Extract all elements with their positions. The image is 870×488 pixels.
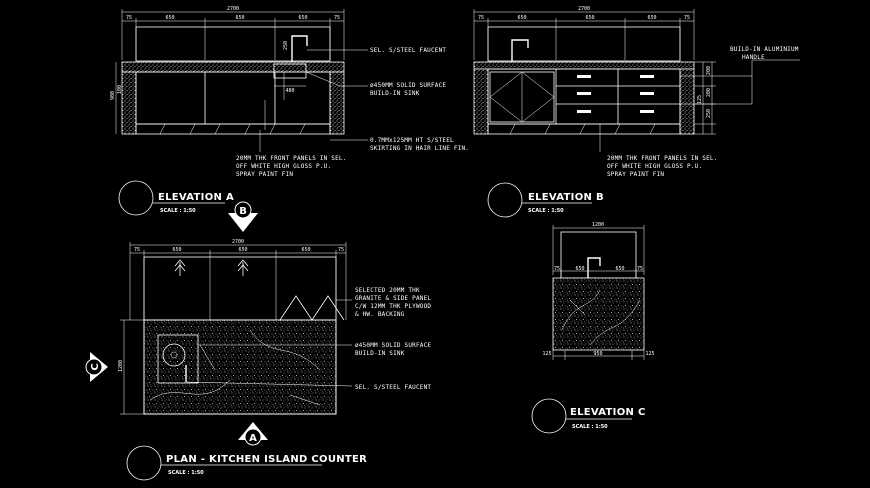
dim: 75 [334, 15, 340, 21]
callout-panel: OFF WHITE HIGH GLOSS P.U. [607, 163, 702, 170]
handle-icon [577, 75, 654, 113]
callout-granite: GRANITE & SIDE PANEL [355, 295, 431, 302]
callout-panel: OFF WHITE HIGH GLOSS P.U. [236, 163, 331, 170]
marker-c-label: C [90, 363, 101, 370]
callout-sink: ø450MM SOLID SURFACE [355, 342, 431, 349]
dim: 650 [575, 266, 584, 272]
elevation-a-overall-dim: 2700 [227, 6, 239, 12]
callout-panel: SPRAY PAINT FIN [236, 171, 293, 178]
dim: 75 [338, 247, 344, 253]
plan-overall-dim: 2700 [232, 239, 244, 245]
callout-handle: BUILD-IN ALUMINIUM [730, 46, 799, 53]
dim: 200 [706, 66, 712, 75]
sink-bowl [162, 343, 186, 367]
callout-faucet: SEL. S/STEEL FAUCENT [370, 47, 446, 54]
dim: 650 [615, 266, 624, 272]
marker-a-label: A [249, 433, 257, 444]
callout-skirting: SKIRTING IN HAIR LINE FIN. [370, 145, 469, 152]
faucet-icon [511, 39, 529, 62]
callout-sink: ø450MM SOLID SURFACE [370, 82, 446, 89]
dim: 250 [706, 109, 712, 118]
dim: 200 [706, 88, 712, 97]
dim: 100 [117, 85, 123, 94]
dim: 75 [684, 15, 690, 21]
dim: 480 [285, 88, 294, 94]
granite-countertop [143, 319, 337, 415]
section-marker-a-icon: A [238, 422, 268, 446]
dim: 650 [585, 15, 594, 21]
dim: 650 [235, 15, 244, 21]
callout-panel: SPRAY PAINT FIN [607, 171, 664, 178]
elevation-a-scale: SCALE : 1:50 [160, 208, 196, 214]
dim: 75 [478, 15, 484, 21]
dim: 950 [593, 351, 602, 357]
dim: 125 [645, 351, 654, 357]
callout-faucet: SEL. S/STEEL FAUCENT [355, 384, 431, 391]
title-marker-icon [126, 445, 162, 481]
dim: 650 [165, 15, 174, 21]
callout-panel: 20MM THK FRONT PANELS IN SEL. [236, 155, 347, 162]
countertop [121, 61, 345, 73]
title-marker-icon [531, 398, 567, 434]
callout-granite: & HW. BACKING [355, 311, 405, 318]
dim: 250 [283, 41, 289, 50]
elevation-b-title: ELEVATION B [528, 192, 604, 203]
dim: 650 [301, 247, 310, 253]
elevation-a: 2700 75 650 650 650 75 250 480 [110, 6, 469, 216]
dim: 75 [134, 247, 140, 253]
elevation-c-scale: SCALE : 1:50 [572, 424, 608, 430]
dim: 650 [647, 15, 656, 21]
dim: 650 [238, 247, 247, 253]
callout-handle: HANDLE [742, 54, 765, 61]
callout-granite: SELECTED 20MM THK [355, 287, 420, 294]
arrow-up-icon [174, 259, 249, 276]
dim: 75 [637, 266, 643, 272]
callout-granite: C/W 12MM THK PLYWOOD [355, 303, 431, 310]
dim: 650 [298, 15, 307, 21]
granite-panel [552, 277, 645, 351]
section-marker-b-icon: B [228, 201, 258, 232]
section-marker-c-icon: C [85, 352, 108, 382]
elevation-c-overall-dim: 1200 [592, 222, 604, 228]
elevation-b-scale: SCALE : 1:50 [528, 208, 564, 214]
plan-side-dim: 1200 [118, 360, 124, 372]
dim: 650 [517, 15, 526, 21]
plan-title: PLAN - KITCHEN ISLAND COUNTER [166, 454, 367, 465]
faucet-icon [291, 35, 308, 62]
faucet-icon [587, 257, 601, 278]
elevation-c-title: ELEVATION C [570, 407, 646, 418]
callout-skirting: 0.7MMx125MM HT S/STEEL [370, 137, 454, 144]
title-marker-icon [487, 182, 523, 218]
callout-sink: BUILD-IN SINK [355, 350, 405, 357]
plan-view: B 2700 75 650 650 650 75 [85, 201, 431, 481]
elevation-b: 2700 75 650 650 650 75 [473, 6, 800, 218]
callout-panel: 20MM THK FRONT PANELS IN SEL. [607, 155, 718, 162]
title-marker-icon [118, 180, 154, 216]
marker-b-label: B [239, 206, 247, 217]
dim: 75 [554, 266, 560, 272]
dim: 650 [172, 247, 181, 253]
elevation-c: 1200 75 650 650 75 125 950 125 ELEVATION… [531, 222, 655, 434]
plan-scale: SCALE : 1:50 [168, 470, 204, 476]
dim: 75 [126, 15, 132, 21]
dim: 125 [542, 351, 551, 357]
elevation-b-overall-dim: 2700 [578, 6, 590, 12]
dim: 125 [697, 95, 703, 104]
elevation-a-title: ELEVATION A [158, 192, 234, 203]
dim: 900 [110, 91, 116, 100]
callout-sink: BUILD-IN SINK [370, 90, 420, 97]
